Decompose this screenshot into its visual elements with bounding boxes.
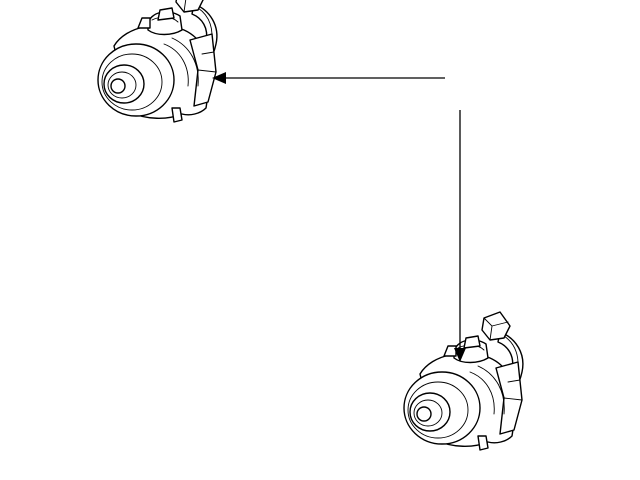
component-b-motor (403, 311, 524, 451)
callout-arrowhead-b (454, 348, 466, 362)
callout-arrowhead-a (212, 72, 226, 84)
component-a-motor (97, 0, 218, 123)
